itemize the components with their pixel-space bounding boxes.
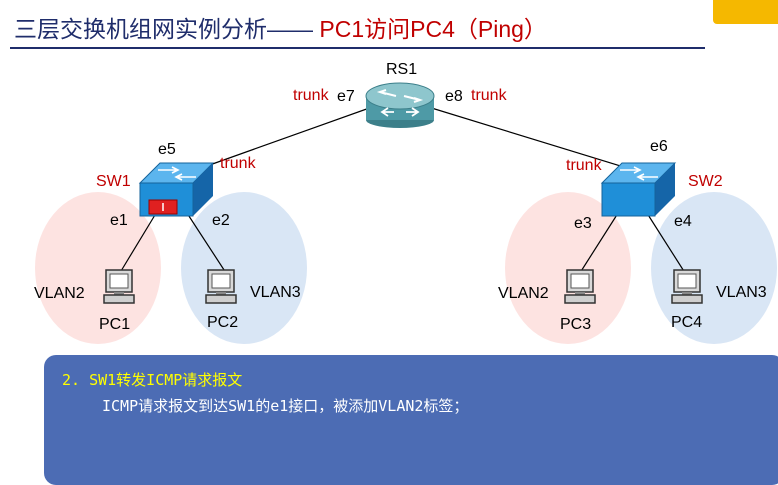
router-name-label: RS1 (386, 61, 417, 78)
vlan3-zone-left (181, 192, 307, 344)
network-topology-diagram: RS1 trunk e7 e8 trunk e5 trunk SW1 e1 e2… (34, 61, 777, 344)
pc2-label: PC2 (207, 314, 238, 331)
page-title: 三层交换机组网实例分析—— PC1访问PC4（Ping） (14, 14, 547, 44)
link-rs1-sw1 (189, 105, 376, 173)
link-rs1-sw2 (424, 105, 641, 173)
port-e8-label: e8 (445, 88, 463, 105)
step-detail: ICMP请求报文到达SW1的e1接口，被添加VLAN2标签； (102, 397, 469, 415)
step-explanation-box: 2. SW1转发ICMP请求报文 ICMP请求报文到达SW1的e1接口，被添加V… (44, 355, 778, 485)
vlan3-label-left: VLAN3 (250, 284, 301, 301)
pc3-label: PC3 (560, 316, 591, 333)
title-underline (10, 47, 705, 49)
page-number-tab (713, 0, 778, 24)
vlan2-zone-left (35, 192, 161, 344)
vlan2-label-left: VLAN2 (34, 285, 85, 302)
trunk-label-sw1: trunk (220, 155, 257, 172)
router-rs1 (365, 82, 435, 128)
vlan2-label-right: VLAN2 (498, 285, 549, 302)
vlan2-zone-right (505, 192, 631, 344)
pc4-computer-icon (671, 269, 703, 304)
port-e1-label: e1 (110, 212, 128, 229)
pc3-computer-icon (564, 269, 596, 304)
trunk-label-sw2: trunk (566, 157, 603, 174)
vlan3-label-right: VLAN3 (716, 284, 767, 301)
pc4-label: PC4 (671, 314, 702, 331)
sw2-name-label: SW2 (688, 173, 723, 190)
pc2-computer-icon (205, 269, 237, 304)
pc1-computer-icon (103, 269, 135, 304)
trunk-label-e7: trunk (293, 87, 330, 104)
pc1-label: PC1 (99, 316, 130, 333)
switch-sw1 (138, 162, 215, 217)
link-sw1-pc2 (184, 209, 229, 277)
port-e3-label: e3 (574, 215, 592, 232)
link-sw2-pc4 (644, 209, 688, 277)
step-heading: 2. SW1转发ICMP请求报文 (62, 371, 243, 389)
title-main: 三层交换机组网实例分析—— (14, 16, 313, 42)
port-e2-label: e2 (212, 212, 230, 229)
title-subtitle: PC1访问PC4（Ping） (313, 16, 547, 42)
vlan3-zone-right (651, 192, 777, 344)
port-e6-label: e6 (650, 138, 668, 155)
link-sw2-pc3 (577, 209, 621, 277)
port-e4-label: e4 (674, 213, 692, 230)
sw1-name-label: SW1 (96, 173, 131, 190)
link-sw1-pc1 (117, 209, 159, 277)
switch-sw2 (600, 162, 677, 217)
trunk-label-e8: trunk (471, 87, 508, 104)
port-e5-label: e5 (158, 141, 176, 158)
port-e7-label: e7 (337, 88, 355, 105)
